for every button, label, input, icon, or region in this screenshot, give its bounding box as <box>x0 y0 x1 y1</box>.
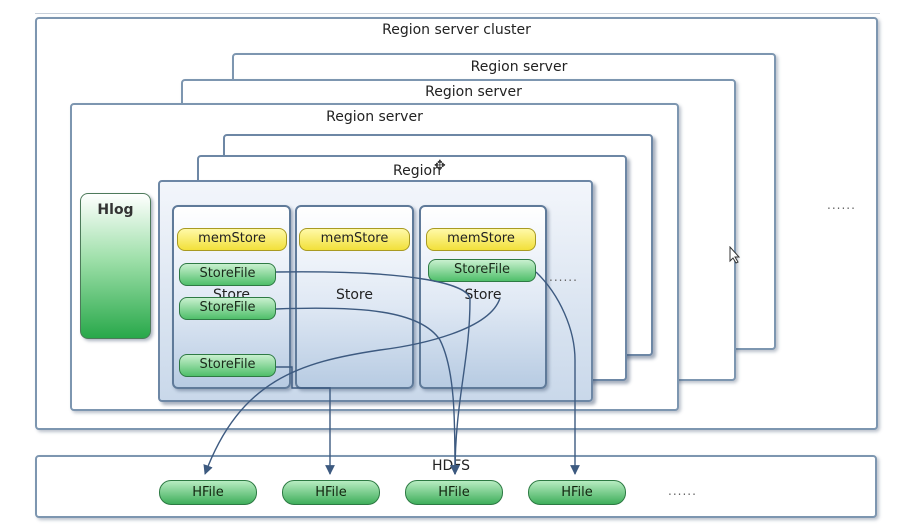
hlog-label: Hlog <box>97 202 134 218</box>
store-label: Store <box>464 287 502 303</box>
hlog: Hlog <box>80 193 151 339</box>
move-cursor-icon: ✥ <box>434 158 446 174</box>
pointer-cursor-icon <box>729 246 741 264</box>
hfile: HFile <box>528 480 626 505</box>
hfile: HFile <box>282 480 380 505</box>
top-rule <box>35 13 880 14</box>
region-server-label: Region server <box>326 109 423 125</box>
arrow-storefile-to-hfile-4 <box>535 271 580 475</box>
cluster-title: Region server cluster <box>382 22 531 38</box>
storefile: StoreFile <box>179 354 276 377</box>
store-ellipsis: ...... <box>549 270 578 284</box>
store-label: Store <box>335 287 373 303</box>
memstore: memStore <box>426 228 536 251</box>
storefile: StoreFile <box>179 263 276 286</box>
hfile: HFile <box>159 480 257 505</box>
hfile: HFile <box>405 480 503 505</box>
arrow-storefile-to-hfile-1 <box>203 297 501 475</box>
hfile-ellipsis: ...... <box>668 484 697 498</box>
region-label: Region <box>393 163 441 179</box>
region-server-label: Region server <box>470 59 568 75</box>
arrow-storefile-to-hfile-2 <box>276 366 335 475</box>
storefile: StoreFile <box>428 259 536 282</box>
server-ellipsis: ...... <box>827 198 856 212</box>
storefile: StoreFile <box>179 297 276 320</box>
arrow-storefile-to-hfile-3b <box>275 307 460 475</box>
memstore: memStore <box>299 228 410 251</box>
arrow-storefile-to-hfile-3 <box>275 271 471 475</box>
memstore: memStore <box>177 228 287 251</box>
region-server-label: Region server <box>425 84 522 100</box>
